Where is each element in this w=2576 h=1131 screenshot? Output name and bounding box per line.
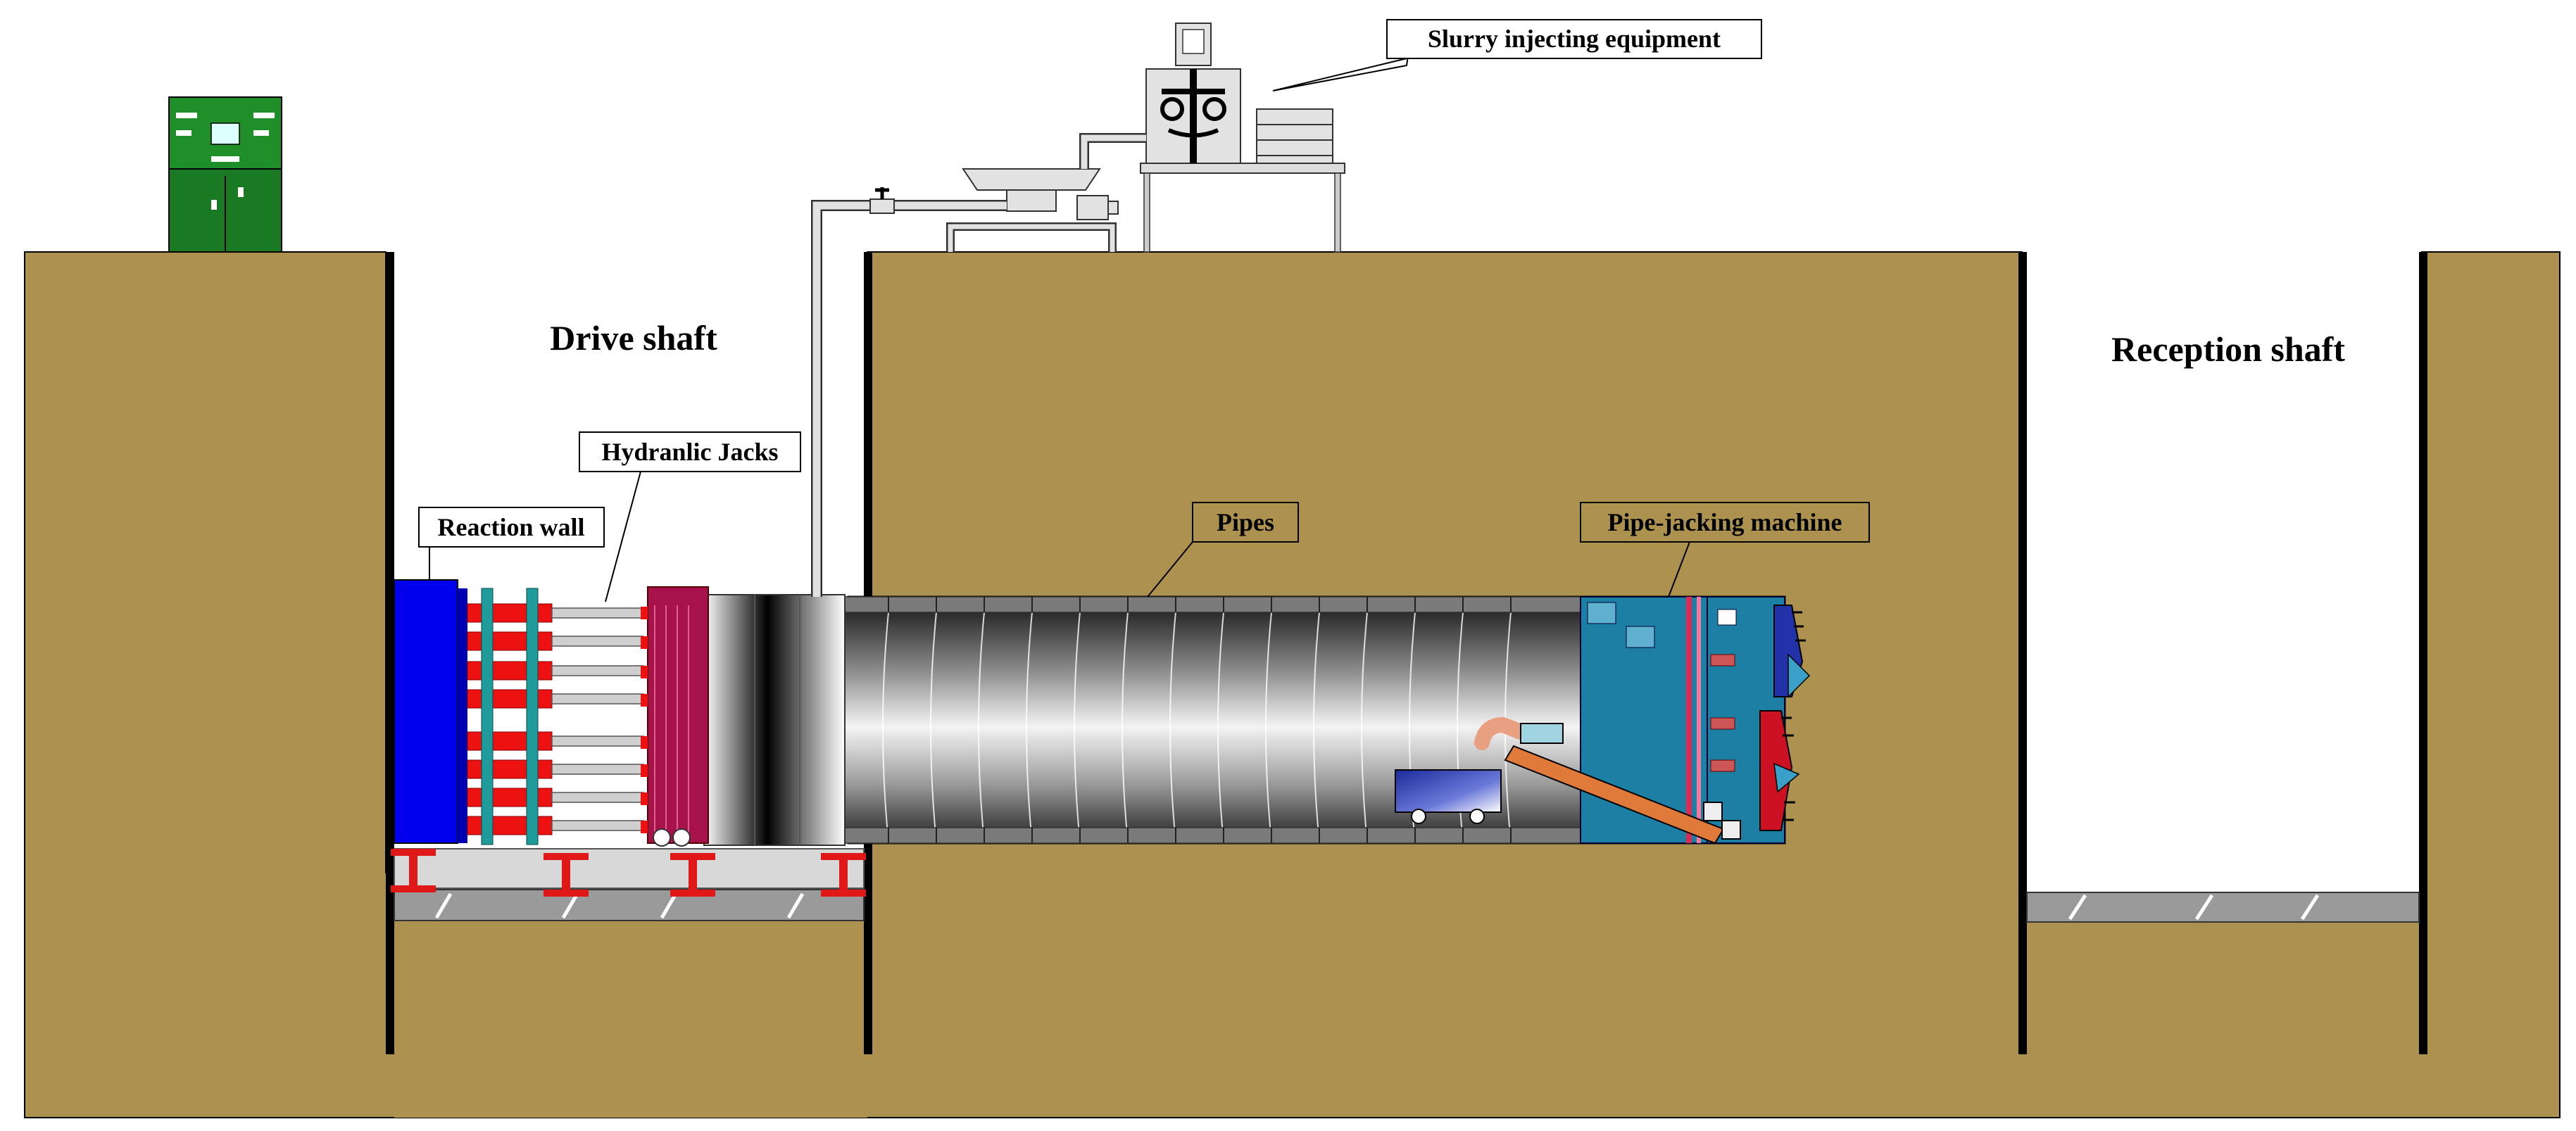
spoil-cart [1395,769,1502,824]
drive-shaft [386,252,872,1054]
support-beams [391,849,866,897]
reaction-wall-label: Reaction wall [438,513,585,541]
reception-shaft-label: Reception shaft [2111,329,2345,369]
reaction-wall-label-box: Reaction wall [418,507,605,548]
jacks-label: Hydranlic Jacks [601,438,778,466]
leader-lines [429,55,1690,602]
pipes-label-box: Pipes [1192,502,1299,543]
slurry-label-box: Slurry injecting equipment [1386,19,1762,59]
slurry-label: Slurry injecting equipment [1428,25,1721,53]
slurry-unit-icon [811,23,1345,597]
valve-icon [869,187,895,214]
machine-label: Pipe-jacking machine [1608,508,1842,536]
pipes-label: Pipes [1217,508,1274,536]
control-cabinet-icon [168,96,282,253]
jacks-label-box: Hydranlic Jacks [579,431,801,472]
machine-label-box: Pipe-jacking machine [1580,502,1870,543]
hydraulic-jacks [467,586,709,847]
reaction-wall [394,579,467,844]
reception-shaft [2018,252,2427,1054]
drive-shaft-label: Drive shaft [550,318,717,358]
pipe-jacking-machine [1474,596,1811,845]
